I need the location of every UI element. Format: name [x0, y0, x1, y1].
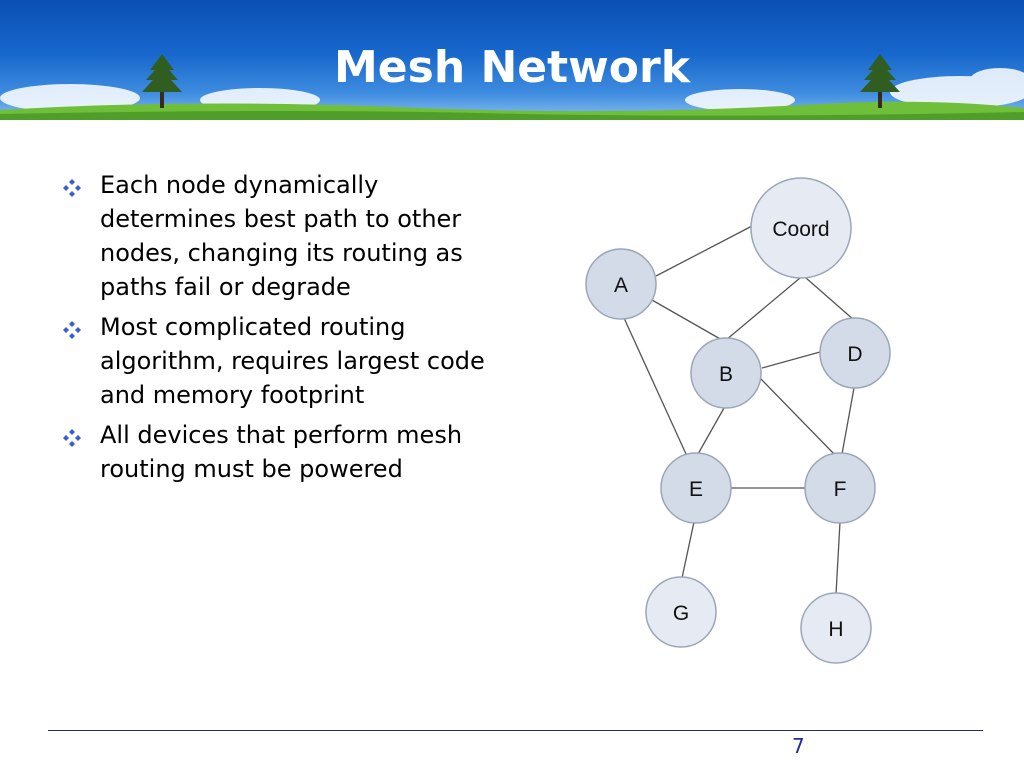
node-a: [585, 248, 657, 320]
node-e: [660, 452, 732, 524]
edge-a-coord: [655, 225, 753, 277]
edge-f-h: [835, 521, 841, 595]
node-label-f: F: [834, 478, 847, 501]
footer-divider: [48, 730, 983, 731]
node-label-e: E: [689, 478, 703, 501]
diamond-bullet-icon: [63, 179, 81, 197]
node-label-coord: Coord: [772, 218, 829, 241]
slide-title: Mesh Network: [334, 42, 690, 93]
bullet-list: Each node dynamically determines best pa…: [62, 168, 502, 492]
node-label-d: D: [847, 343, 862, 366]
tree-icon: [142, 54, 182, 108]
node-d: [819, 317, 891, 389]
edge-d-f: [841, 387, 855, 455]
node-g: [645, 576, 717, 648]
bullet-item: Each node dynamically determines best pa…: [62, 168, 502, 304]
bullet-text: Most complicated routing algorithm, requ…: [100, 313, 485, 409]
title-banner: Mesh Network: [0, 0, 1024, 120]
node-label-a: A: [614, 274, 628, 297]
edge-b-e: [697, 407, 725, 455]
banner-landscape-art: [0, 54, 1024, 120]
node-label-h: H: [828, 618, 843, 641]
node-b: [690, 337, 762, 409]
edge-a-e: [623, 317, 687, 455]
edge-coord-b: [725, 277, 801, 341]
edge-e-g: [681, 521, 695, 579]
diamond-bullet-icon: [63, 321, 81, 339]
mesh-network-diagram: Coord A B D E F G H: [585, 177, 891, 664]
node-label-b: B: [719, 363, 733, 386]
bullet-text: Each node dynamically determines best pa…: [100, 171, 463, 301]
edge-b-f: [759, 377, 837, 457]
bullet-item: All devices that perform mesh routing mu…: [62, 418, 502, 486]
edge-coord-d: [805, 277, 855, 321]
node-f: [804, 452, 876, 524]
node-label-g: G: [673, 602, 689, 625]
tree-icon: [860, 54, 900, 108]
node-h: [800, 592, 872, 664]
edge-b-d: [761, 351, 821, 369]
bullet-text: All devices that perform mesh routing mu…: [100, 421, 463, 483]
page-number: 7: [792, 734, 805, 758]
diamond-bullet-icon: [63, 429, 81, 447]
edge-a-b: [651, 299, 723, 341]
node-coord: [750, 177, 852, 279]
bullet-item: Most complicated routing algorithm, requ…: [62, 310, 502, 412]
